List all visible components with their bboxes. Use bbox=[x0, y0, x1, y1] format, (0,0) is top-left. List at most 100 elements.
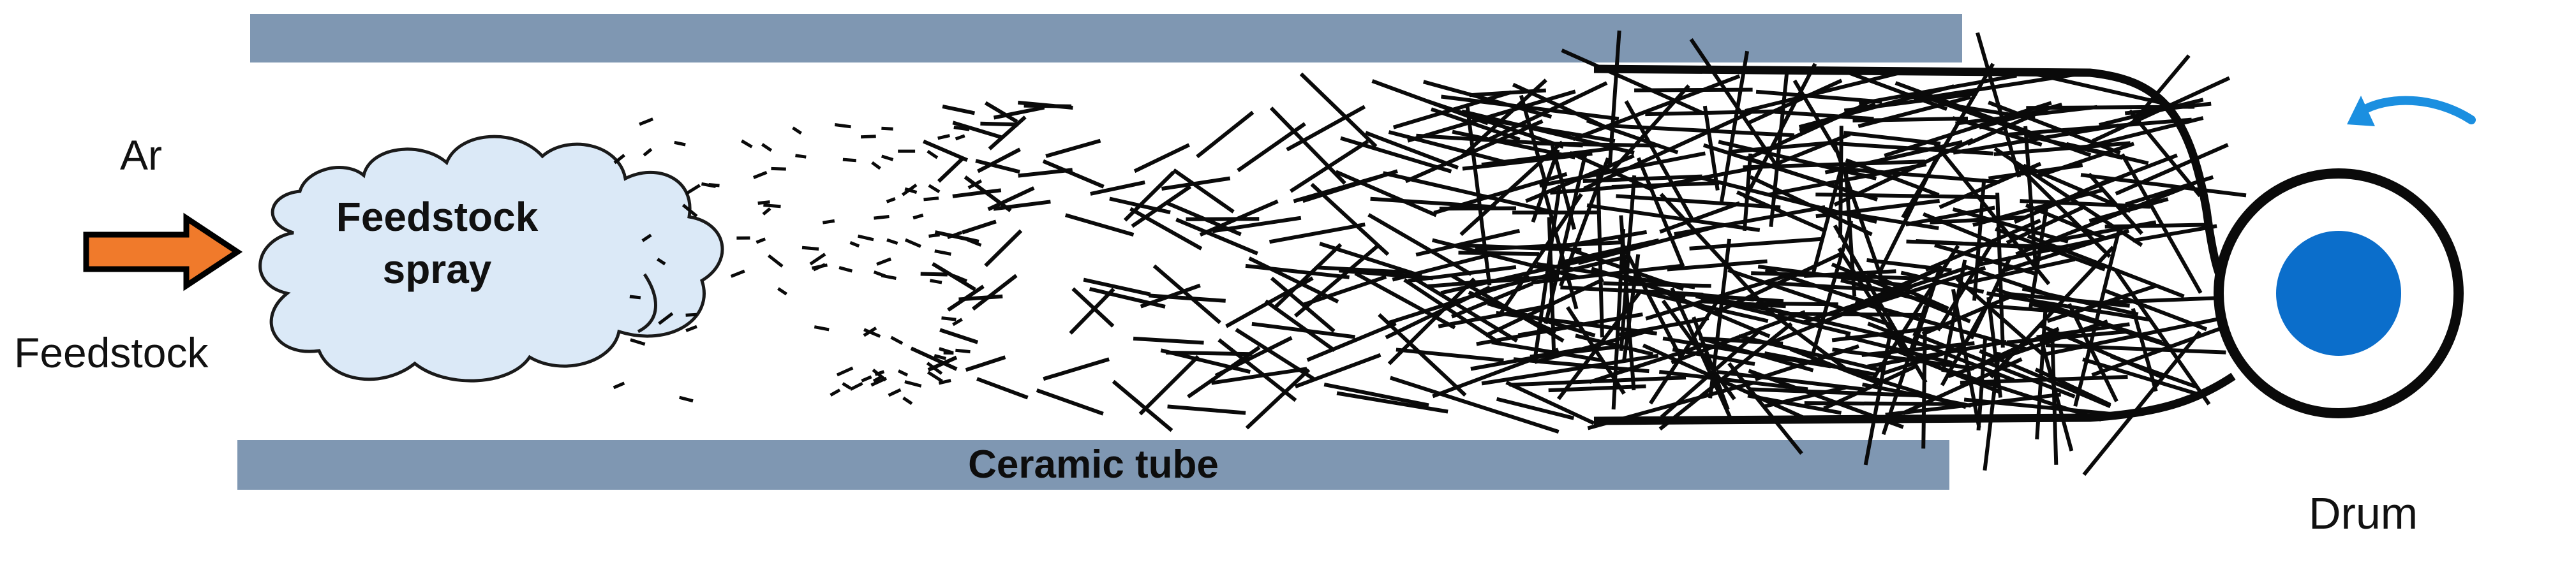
fiber-segment bbox=[1738, 334, 1886, 373]
fiber-segment bbox=[890, 335, 904, 345]
right-arrow-icon bbox=[83, 212, 243, 291]
fiber-segment bbox=[1323, 382, 1429, 407]
fiber-segment bbox=[1871, 244, 1960, 381]
fiber-segment bbox=[1071, 287, 1115, 328]
fiber-segment bbox=[1548, 384, 1646, 393]
fiber-segment bbox=[2027, 234, 2185, 298]
fiber-segment bbox=[658, 312, 674, 325]
fiber-segment bbox=[2034, 367, 2111, 407]
fiber-segment bbox=[1069, 288, 1115, 335]
feedstock-spray-label-line2: spray bbox=[382, 246, 492, 292]
fiber-segment bbox=[1505, 380, 1595, 425]
fiber-segment bbox=[1272, 243, 1343, 311]
fiber-segment bbox=[932, 262, 976, 291]
fiber-segment bbox=[886, 238, 898, 245]
fiber-segment bbox=[1736, 190, 1827, 233]
fiber-segment bbox=[2009, 117, 2192, 136]
fiber-segment bbox=[1986, 297, 2003, 398]
fiber-segment bbox=[811, 263, 828, 270]
fiber-segment bbox=[912, 213, 924, 220]
feedstock-spray-label-line1: Feedstock bbox=[336, 194, 539, 240]
fiber-segment bbox=[1815, 198, 1940, 219]
fiber-segment bbox=[2046, 283, 2158, 323]
fiber-segment bbox=[1473, 115, 1616, 143]
fiber-segment bbox=[1616, 316, 1709, 337]
fiber-segment bbox=[2108, 296, 2224, 304]
fiber-segment bbox=[1485, 277, 1604, 338]
fiber-segment bbox=[2007, 291, 2130, 308]
fiber-segment bbox=[993, 105, 1045, 120]
fiber-segment bbox=[1720, 50, 1750, 202]
fiber-segment bbox=[685, 325, 697, 332]
fiber-segment bbox=[2082, 357, 2200, 397]
fiber-segment bbox=[1642, 343, 1812, 423]
fiber-segment bbox=[1045, 138, 1101, 158]
fiber-segment bbox=[1481, 145, 1618, 167]
fiber-segment bbox=[1140, 283, 1201, 309]
fiber-segment bbox=[1905, 205, 1995, 227]
fiber-segment bbox=[1912, 332, 2076, 399]
fiber-segment bbox=[701, 182, 717, 188]
fiber-segment bbox=[1378, 313, 1467, 397]
fiber-segment bbox=[1036, 388, 1104, 416]
fiber-segment bbox=[874, 215, 890, 220]
fiber-segment bbox=[1481, 353, 1659, 386]
fiber-segment bbox=[920, 272, 948, 277]
fiber-segment bbox=[2025, 203, 2108, 240]
fiber-segment bbox=[2067, 303, 2118, 402]
fiber-segment bbox=[1387, 277, 1476, 365]
fiber-segment bbox=[1129, 207, 1203, 251]
fiber-segment bbox=[937, 156, 965, 183]
fiber-segment bbox=[1294, 353, 1381, 389]
fiber-segment bbox=[1659, 201, 1741, 234]
fiber-segment bbox=[1133, 336, 1204, 345]
fiber-segment bbox=[1354, 271, 1456, 330]
fiber-segment bbox=[1866, 258, 1952, 272]
fiber-segment bbox=[849, 240, 860, 248]
fiber-segment bbox=[1727, 362, 1803, 455]
fiber-segment bbox=[613, 381, 625, 390]
fiber-segment bbox=[1167, 404, 1246, 415]
fiber-segment bbox=[1993, 141, 2131, 156]
fiber-segment bbox=[901, 183, 918, 196]
rotation-arrowhead bbox=[2347, 96, 2375, 126]
fiber-segment bbox=[1336, 391, 1448, 414]
fiber-segment bbox=[1339, 268, 1433, 281]
fiber-segment bbox=[1149, 293, 1226, 303]
fiber-segment bbox=[1867, 340, 2007, 369]
fiber-segment bbox=[1702, 143, 1878, 202]
fiber-segment bbox=[934, 230, 979, 244]
fiber-segment bbox=[1043, 357, 1110, 381]
fiber-segment bbox=[823, 219, 835, 224]
fiber-segment bbox=[923, 196, 939, 202]
fiber-segment bbox=[1729, 141, 1829, 154]
fiber-segment bbox=[928, 184, 941, 194]
fiber-segment bbox=[2104, 223, 2211, 229]
fiber-segment bbox=[2020, 199, 2151, 209]
fiber-segment bbox=[1172, 168, 1235, 214]
feedstock-spray-label: Feedstock spray bbox=[300, 191, 574, 296]
fiber-segment bbox=[795, 154, 807, 159]
fiber-segment bbox=[801, 246, 819, 251]
fiber-segment bbox=[881, 274, 897, 280]
fiber-segment bbox=[1491, 340, 1602, 362]
fiber-segment bbox=[1885, 392, 2062, 417]
fiber-segment bbox=[1211, 367, 1307, 385]
fiber-segment bbox=[2036, 142, 2135, 179]
fiber-segment bbox=[984, 229, 1023, 267]
fiber-segment bbox=[1293, 243, 1381, 318]
fiber-segment bbox=[679, 395, 694, 403]
fiber-segment bbox=[842, 382, 852, 390]
fiber-segment bbox=[975, 159, 1020, 174]
fiber-segment bbox=[904, 238, 921, 248]
fiber-segment bbox=[630, 338, 646, 346]
fiber-segment bbox=[1509, 376, 1686, 387]
fiber-segment bbox=[762, 207, 771, 216]
drum-label: Drum bbox=[2309, 488, 2418, 538]
fiber-segment bbox=[1755, 89, 1882, 104]
fiber-segment bbox=[1645, 109, 1775, 117]
fiber-segment bbox=[1659, 193, 1769, 310]
fiber-segment bbox=[1269, 106, 1346, 185]
fiber-segment bbox=[2036, 322, 2130, 339]
